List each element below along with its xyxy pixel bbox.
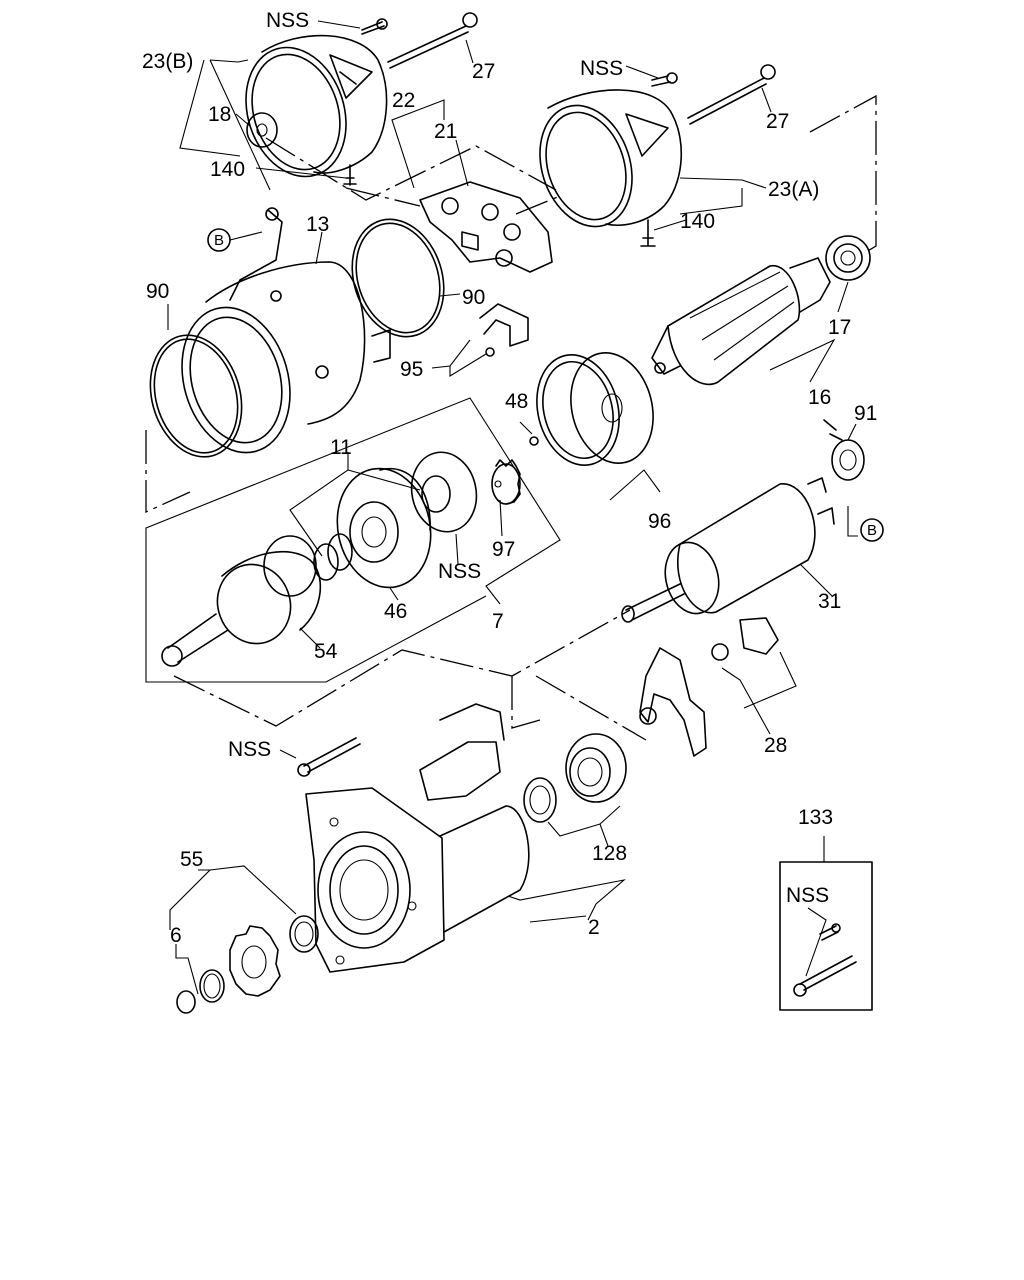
box-133	[779, 861, 873, 1011]
label-90-right: 90	[462, 286, 485, 309]
label-140-right: 140	[680, 210, 715, 233]
label-13: 13	[306, 213, 329, 236]
clutch-46	[336, 467, 432, 589]
washer-18	[246, 112, 278, 148]
screw-140-left	[343, 164, 357, 186]
marker-b-right: B	[860, 518, 884, 542]
clip-95	[479, 303, 529, 357]
yoke-13	[181, 261, 391, 454]
label-18: 18	[208, 103, 231, 126]
through-bolt-27-right	[687, 64, 776, 125]
label-55: 55	[180, 848, 203, 871]
label-31: 31	[818, 590, 841, 613]
label-128: 128	[592, 842, 627, 865]
label-27-right: 27	[766, 110, 789, 133]
bolt-nss-housing	[297, 737, 361, 777]
label-28: 28	[764, 734, 787, 757]
label-nss-cover: NSS	[580, 57, 623, 80]
label-nss-bolt: NSS	[228, 738, 271, 761]
bolt-nss-top	[361, 18, 388, 35]
label-nss-mid: NSS	[438, 560, 481, 583]
label-91: 91	[854, 402, 877, 425]
label-133: 133	[798, 806, 833, 829]
label-95: 95	[400, 358, 423, 381]
label-140-left: 140	[210, 158, 245, 181]
shaft-54	[161, 535, 322, 667]
pinion-gear-55	[229, 925, 281, 997]
label-97: 97	[492, 538, 515, 561]
label-nss-box: NSS	[786, 884, 829, 907]
label-23a: 23(A)	[768, 178, 819, 201]
screw-140-right	[640, 219, 656, 247]
label-7: 7	[492, 610, 504, 633]
washer-11	[313, 533, 353, 581]
label-27-left: 27	[472, 60, 495, 83]
pinion-97	[491, 459, 521, 505]
marker-b-left-text: B	[214, 232, 224, 249]
o-ring-90-right	[351, 218, 445, 338]
label-16: 16	[808, 386, 831, 409]
armature-16	[651, 257, 831, 386]
marker-b-right-text: B	[867, 522, 877, 539]
lever-91	[823, 419, 865, 481]
label-46: 46	[384, 600, 407, 623]
plate-nss	[410, 451, 478, 533]
label-11: 11	[330, 436, 352, 459]
brush-holder-21	[419, 181, 553, 273]
o-ring-90-left	[149, 334, 243, 458]
lead-wire-b	[229, 207, 283, 301]
label-nss-top: NSS	[266, 9, 309, 32]
label-96: 96	[648, 510, 671, 533]
front-cover-23a	[539, 89, 683, 228]
label-90-left: 90	[146, 280, 169, 303]
label-22: 22	[392, 89, 415, 112]
assembly-guide-lines	[145, 94, 877, 741]
solenoid-31	[621, 477, 835, 623]
bearing-17	[825, 235, 871, 281]
through-bolt-27-left	[387, 12, 478, 69]
label-17: 17	[828, 316, 851, 339]
label-6: 6	[170, 924, 182, 947]
collar-55	[289, 915, 319, 953]
label-54: 54	[314, 640, 338, 663]
housing-2	[305, 703, 530, 973]
leader-lines	[145, 20, 858, 995]
label-23b: 23(B)	[142, 50, 193, 73]
bearing-128	[523, 733, 627, 823]
marker-b-left: B	[207, 228, 263, 252]
label-21: 21	[434, 120, 457, 143]
bolt-nss-cover	[651, 72, 678, 87]
label-48: 48	[505, 390, 528, 413]
gear-96	[536, 352, 654, 466]
ring-6	[176, 969, 225, 1014]
ball-48	[529, 436, 539, 446]
part-labels: NSS 23(B) 18 140 22 21 27 NSS 27 23(A) 1…	[142, 9, 877, 947]
label-2: 2	[588, 916, 600, 939]
lever-28	[639, 617, 779, 757]
rear-cover-23b	[245, 34, 388, 178]
